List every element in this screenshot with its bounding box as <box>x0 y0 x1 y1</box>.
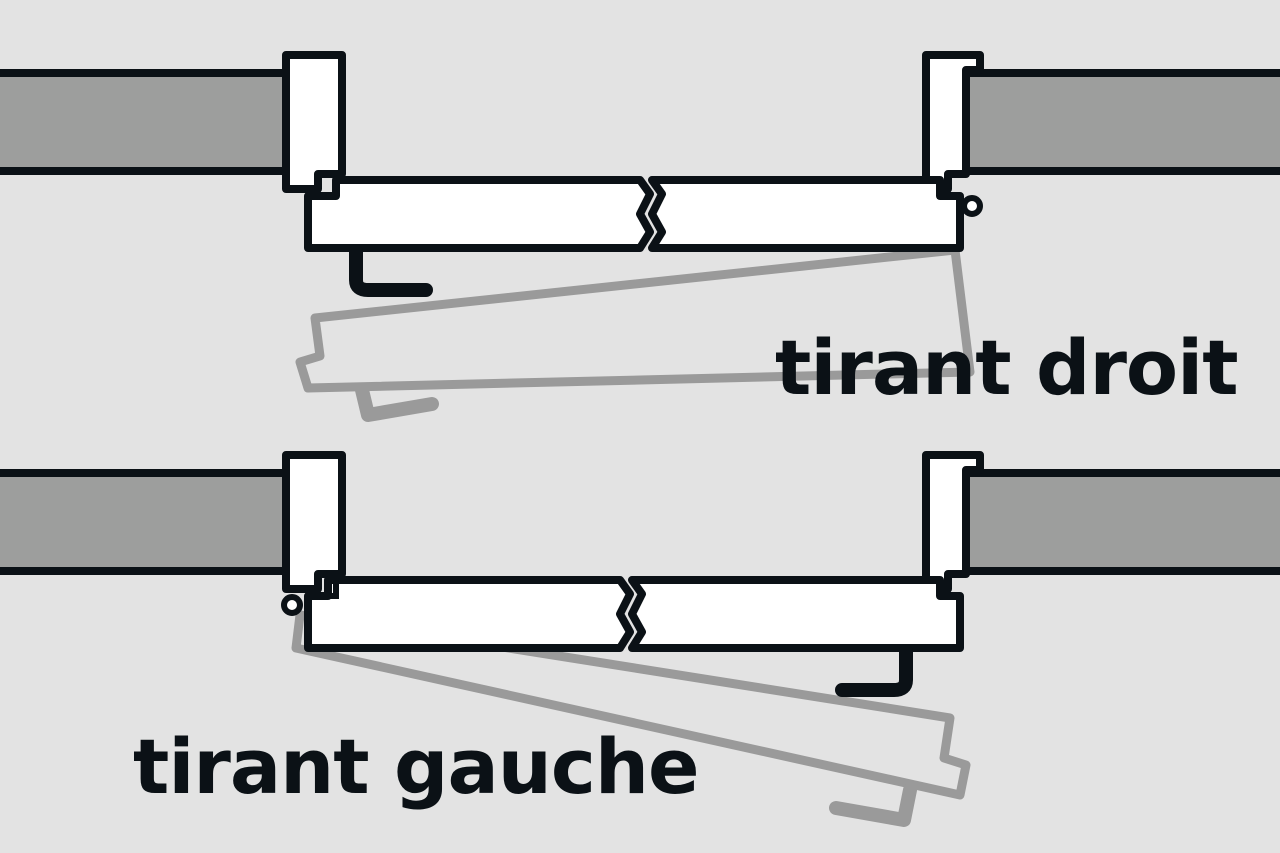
diagram-tirant-gauche: tirant gauche <box>0 451 1280 827</box>
left-wall <box>0 469 306 575</box>
right-wall <box>962 69 1280 175</box>
door-leaf <box>648 176 964 252</box>
door-leaf <box>628 576 964 652</box>
door-leaf <box>304 576 634 652</box>
hinge-icon <box>281 594 303 616</box>
door-handle-icon <box>349 245 433 297</box>
door-handle-icon <box>835 645 913 697</box>
door-leaf <box>304 176 654 252</box>
left-jamb <box>282 51 346 193</box>
diagram-tirant-droit: tirant droit <box>0 51 1280 422</box>
hinge-icon <box>961 195 983 217</box>
open-door-ghost <box>291 610 971 827</box>
label-tirant-gauche: tirant gauche <box>133 722 699 811</box>
label-tirant-droit: tirant droit <box>775 323 1238 412</box>
right-wall <box>962 469 1280 575</box>
left-wall <box>0 69 306 175</box>
left-jamb <box>282 451 346 593</box>
